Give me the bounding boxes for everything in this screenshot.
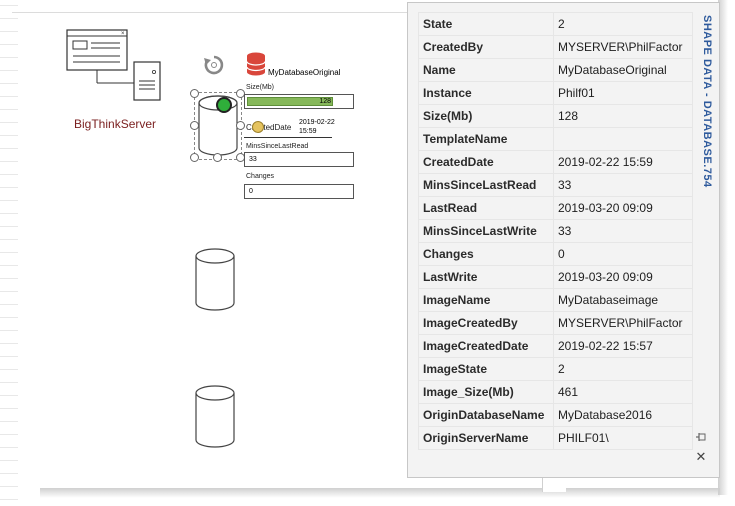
page-shadow-bottom <box>40 488 720 498</box>
resize-handle-left[interactable] <box>190 121 199 130</box>
shape-data-value[interactable]: 2019-02-22 15:57 <box>553 334 693 358</box>
shape-data-key: Changes <box>418 242 554 266</box>
shape-data-value[interactable]: 2 <box>553 357 693 381</box>
shape-data-key: TemplateName <box>418 127 554 151</box>
created-date-underline <box>244 137 332 138</box>
svg-text:×: × <box>121 31 125 37</box>
resize-handle-top-right[interactable] <box>236 89 245 98</box>
database-cylinder[interactable] <box>193 247 237 313</box>
shape-data-key: ImageName <box>418 288 554 312</box>
shape-data-key: ImageCreatedBy <box>418 311 554 335</box>
database-shape-name: MyDatabaseOriginal <box>268 68 341 77</box>
shape-data-value[interactable] <box>553 127 693 151</box>
shape-data-key: State <box>418 12 554 36</box>
shape-data-key: LastRead <box>418 196 554 220</box>
shape-data-key: Size(Mb) <box>418 104 554 128</box>
shape-data-value[interactable]: MyDatabaseOriginal <box>553 58 693 82</box>
shape-data-value[interactable]: 2019-03-20 09:09 <box>553 196 693 220</box>
resize-handle-bottom[interactable] <box>213 153 222 162</box>
shape-data-value[interactable]: 33 <box>553 173 693 197</box>
shape-data-value[interactable]: 461 <box>553 380 693 404</box>
control-handle[interactable] <box>252 121 264 133</box>
size-field: 128 <box>244 94 354 109</box>
shape-data-value[interactable]: 128 <box>553 104 693 128</box>
close-icon[interactable]: ✕ <box>695 449 707 464</box>
shape-data-key: OriginServerName <box>418 426 554 450</box>
mins-since-last-read-label: MinsSinceLastRead <box>246 143 309 150</box>
page-shadow-right <box>718 0 728 495</box>
shape-data-row[interactable]: TemplateName <box>418 127 693 151</box>
changes-label: Changes <box>246 173 275 180</box>
shape-data-value[interactable]: 2019-02-22 15:59 <box>553 150 693 174</box>
shape-data-value[interactable]: 0 <box>553 242 693 266</box>
shape-data-key: ImageState <box>418 357 554 381</box>
created-date-value: 2019-02-22 15:59 <box>299 119 335 135</box>
database-icon <box>246 52 266 76</box>
shape-data-value[interactable]: Philf01 <box>553 81 693 105</box>
changes-value: 0 <box>249 188 253 195</box>
shape-data-value[interactable]: 2019-03-20 09:09 <box>553 265 693 289</box>
shape-data-value[interactable]: MyDatabaseimage <box>553 288 693 312</box>
shape-data-key: MinsSinceLastWrite <box>418 219 554 243</box>
rotate-icon[interactable] <box>202 53 226 77</box>
size-progress-bar <box>247 97 333 106</box>
shape-data-value[interactable]: PHILF01\ <box>553 426 693 450</box>
shape-data-key: CreatedDate <box>418 150 554 174</box>
database-cylinder[interactable] <box>193 384 237 450</box>
shape-data-key: CreatedBy <box>418 35 554 59</box>
pin-icon[interactable] <box>695 431 707 443</box>
shape-data-key: Image_Size(Mb) <box>418 380 554 404</box>
shape-data-value[interactable]: 2 <box>553 12 693 36</box>
shape-data-row[interactable]: Image_Size(Mb)461 <box>418 380 693 404</box>
changes-field: 0 <box>244 184 354 199</box>
mins-since-last-read-value: 33 <box>249 156 257 163</box>
panel-title: SHAPE DATA - DATABASE.754 <box>701 15 713 188</box>
shape-data-key: LastWrite <box>418 265 554 289</box>
shape-data-value[interactable]: MyDatabase2016 <box>553 403 693 427</box>
torn-edge <box>0 0 18 506</box>
resize-handle-top-left[interactable] <box>190 89 199 98</box>
shape-data-key: Name <box>418 58 554 82</box>
size-field-value: 128 <box>319 98 331 105</box>
shape-data-key: MinsSinceLastRead <box>418 173 554 197</box>
resize-handle-right[interactable] <box>236 121 245 130</box>
created-date-label: CreatedDate <box>246 123 292 132</box>
connection-point-handle[interactable] <box>216 97 232 113</box>
shape-data-key: ImageCreatedDate <box>418 334 554 358</box>
server-label: BigThinkServer <box>74 117 157 131</box>
resize-handle-bottom-left[interactable] <box>190 153 199 162</box>
shape-data-key: Instance <box>418 81 554 105</box>
shape-data-key: OriginDatabaseName <box>418 403 554 427</box>
shape-data-value[interactable]: 33 <box>553 219 693 243</box>
canvas-scroll-strip <box>542 478 566 492</box>
size-field-label: Size(Mb) <box>246 84 275 91</box>
server-shape[interactable]: × <box>66 29 166 109</box>
mins-since-last-read-field: 33 <box>244 152 354 167</box>
shape-data-row[interactable]: Size(Mb)128 <box>418 104 693 128</box>
shape-data-value[interactable]: MYSERVER\PhilFactor <box>553 311 693 335</box>
shape-data-value[interactable]: MYSERVER\PhilFactor <box>553 35 693 59</box>
page-edge-line <box>12 12 407 13</box>
